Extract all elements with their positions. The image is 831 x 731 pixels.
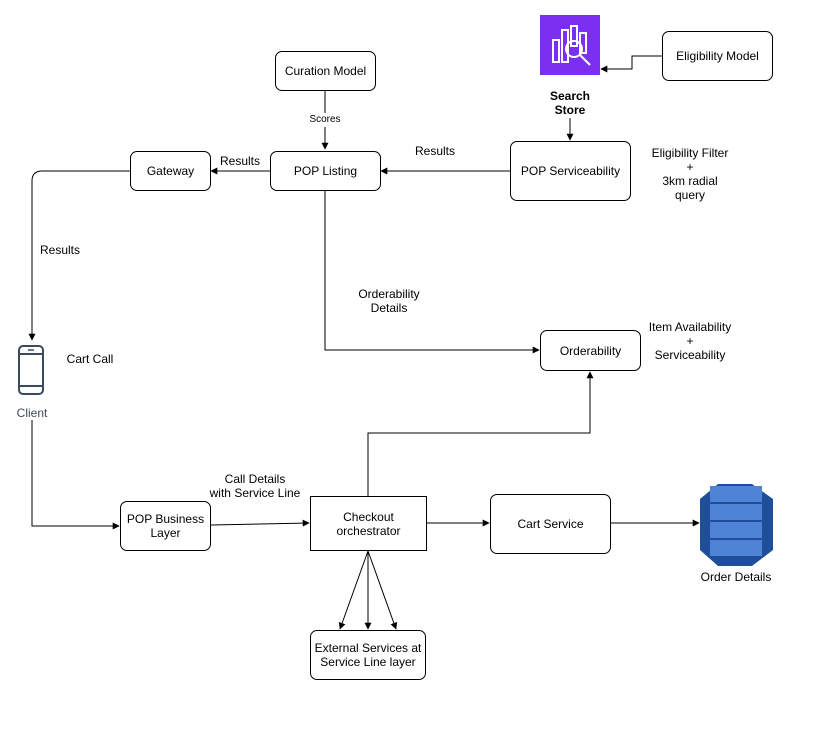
cart-service-label: Cart Service [517, 517, 584, 531]
pop-business-layer-label: POP Business Layer [126, 512, 205, 540]
call-details-label: Call Details with Service Line [209, 472, 301, 500]
checkout-orchestrator-label: Checkout orchestrator [336, 509, 401, 538]
gateway-node: Gateway [130, 151, 211, 191]
results-label-listing: Results [219, 154, 260, 168]
checkout-orchestrator-node: Checkout orchestrator [310, 496, 427, 551]
mobile-phone-icon [18, 345, 44, 395]
orderability-node: Orderability [540, 330, 641, 371]
orderability-details-label: Orderability Details [358, 287, 420, 315]
edge-checkout-to-external-3 [367, 550, 398, 630]
edge-business-layer-to-checkout [210, 519, 310, 527]
results-label-gateway: Results [39, 243, 80, 257]
edge-eligibility-to-search-store [600, 55, 662, 73]
edge-client-to-business-layer [31, 420, 120, 530]
pop-serviceability-node: POP Serviceability [510, 141, 631, 201]
curation-model-node: Curation Model [275, 51, 376, 91]
pop-serviceability-label: POP Serviceability [520, 164, 621, 178]
item-availability-annotation: Item Availability + Serviceability [648, 320, 732, 362]
scores-edge-label: Scores [306, 113, 344, 127]
external-services-node: External Services at Service Line layer [310, 630, 426, 680]
edge-listing-to-orderability [324, 191, 540, 354]
edge-checkout-to-external-1 [338, 550, 369, 630]
edge-gateway-to-client [28, 170, 130, 341]
client-label: Client [16, 406, 48, 420]
eligibility-model-label: Eligibility Model [676, 49, 759, 63]
pop-business-layer-node: POP Business Layer [120, 501, 211, 551]
results-label-serviceability: Results [414, 144, 455, 158]
database-icon [700, 484, 773, 566]
search-analytics-icon [540, 15, 600, 75]
eligibility-model-node: Eligibility Model [662, 31, 773, 81]
order-details-label: Order Details [700, 570, 772, 584]
cart-service-node: Cart Service [490, 494, 611, 554]
gateway-label: Gateway [146, 164, 195, 178]
pop-listing-node: POP Listing [270, 151, 381, 191]
cart-call-label: Cart Call [66, 352, 114, 366]
pop-listing-label: POP Listing [293, 164, 358, 178]
orderability-label: Orderability [559, 343, 622, 358]
external-services-label: External Services at Service Line layer [314, 641, 422, 669]
curation-model-label: Curation Model [284, 64, 367, 78]
search-store-label: Search Store [549, 89, 591, 117]
eligibility-filter-annotation: Eligibility Filter + 3km radial query [651, 146, 729, 202]
edge-checkout-to-orderability [367, 371, 594, 496]
